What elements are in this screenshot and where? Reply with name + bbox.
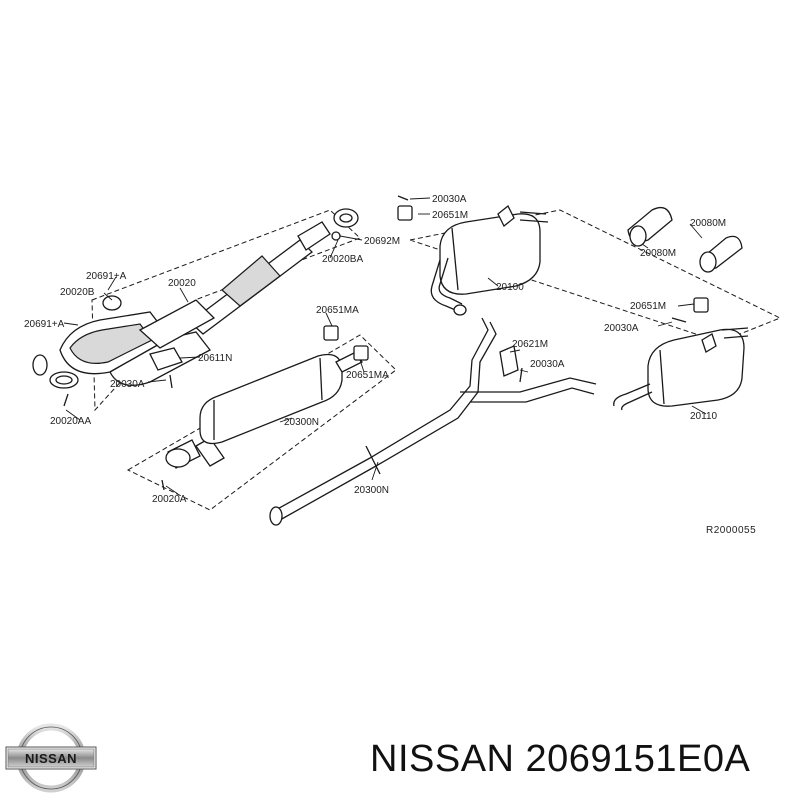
label-20651MA-bottom: 20651MA: [346, 370, 389, 381]
label-20300N-resonator: 20300N: [284, 417, 319, 428]
label-20080M-bottom: 20080M: [640, 248, 676, 259]
label-20020: 20020: [168, 278, 196, 289]
label-20611N: 20611N: [198, 353, 232, 364]
nissan-logo: NISSAN: [5, 723, 97, 793]
label-20020BA: 20020BA: [322, 254, 363, 265]
label-20080M-top: 20080M: [690, 218, 726, 229]
label-20621M: 20621M: [512, 339, 548, 350]
label-20020AA: 20020AA: [50, 416, 91, 427]
label-20030A-right: 20030A: [604, 323, 639, 334]
main-muffler-assembly: [397, 195, 782, 343]
rear-muffler-assembly: [613, 297, 749, 415]
label-20692M: 20692M: [364, 236, 400, 247]
label-20030A-left: 20030A: [110, 379, 145, 390]
nissan-logo-text: NISSAN: [25, 751, 77, 766]
front-tube-catalyst-assembly: [32, 208, 363, 421]
part-number-title: NISSAN 2069151E0A: [370, 738, 751, 780]
center-tube-assembly: [269, 317, 597, 526]
label-20651MA-top: 20651MA: [316, 305, 359, 316]
label-20100: 20100: [496, 282, 524, 293]
label-20030A-mid: 20030A: [530, 359, 565, 370]
label-20691A-left: 20691+A: [24, 319, 65, 330]
center-resonator-assembly: [126, 312, 397, 511]
label-20030A-top: 20030A: [432, 194, 467, 205]
tail-tips: [627, 206, 743, 273]
label-20651M-right: 20651M: [630, 301, 666, 312]
label-20300N-tube: 20300N: [354, 485, 389, 496]
diagram-reference-code: R2000055: [706, 525, 756, 536]
label-20651M-top: 20651M: [432, 210, 468, 221]
label-20691A-top: 20691+A: [86, 271, 127, 282]
label-20110: 20110: [690, 411, 718, 422]
label-20020B: 20020B: [60, 287, 95, 298]
label-20020A: 20020A: [152, 494, 187, 505]
